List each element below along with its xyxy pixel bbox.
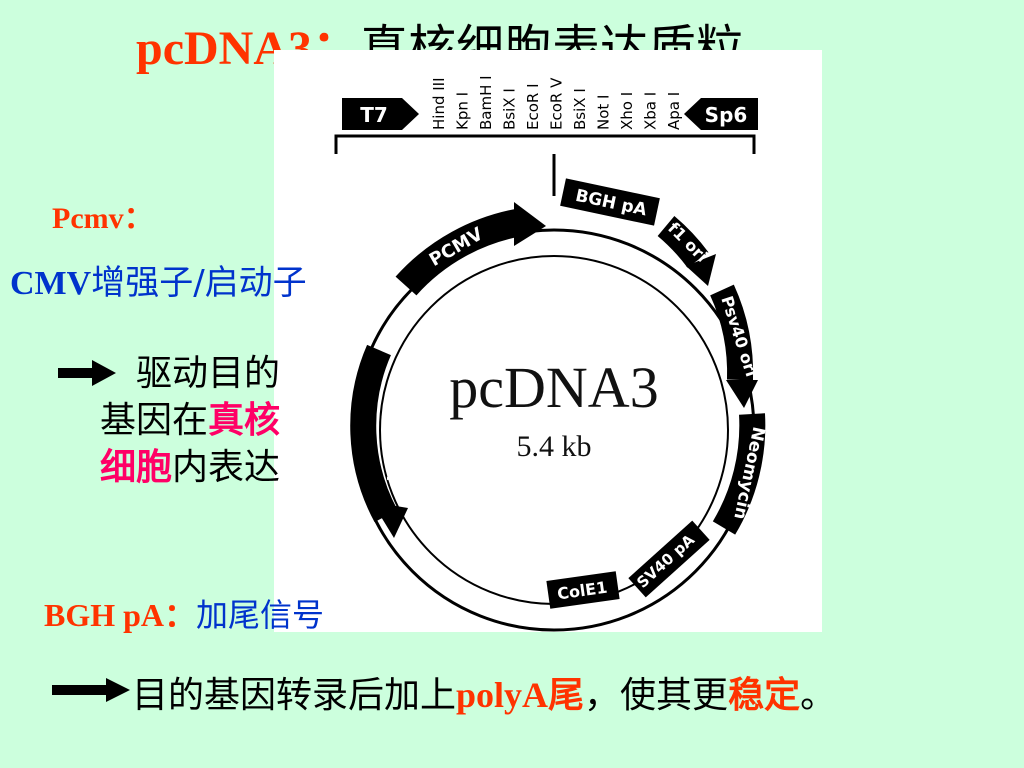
ampicillin-label: Ampicillin <box>382 387 402 481</box>
drive-line3a: 细胞 <box>100 447 173 488</box>
restriction-site-label: Hind III <box>430 77 448 130</box>
restriction-site-label: Xho I <box>618 92 636 130</box>
restriction-site-label: Xba I <box>642 92 660 130</box>
restriction-site-label: Apa I <box>665 92 683 130</box>
bgh-function-text: 目的基因转录后加上polyA尾，使其更稳定。 <box>132 666 836 718</box>
restriction-site-label: EcoR I <box>524 83 542 130</box>
bgh-desc: 加尾信号 <box>196 596 325 634</box>
plasmid-size: 5.4 kb <box>517 430 592 463</box>
restriction-sites: Hind III Kpn I BamH I BsiX I EcoR I EcoR V Bsi… <box>430 75 683 130</box>
right-arrow-icon <box>52 678 130 702</box>
drive-line2b: 真核 <box>208 400 281 441</box>
bgh-description: BGH pA：加尾信号 <box>44 590 324 636</box>
bottom-t4: 稳定 <box>728 675 801 716</box>
drive-line1: 驱动目的 <box>136 353 281 394</box>
pcmv-function-text: 驱动目的 基因在真核 细胞内表达 <box>100 350 280 491</box>
neomycin-arrow: Neomycin <box>712 413 768 535</box>
sp6-promoter-arrow: Sp6 <box>684 98 758 130</box>
cmv-term: CMV <box>10 265 92 302</box>
bgh-term: BGH pA： <box>44 597 197 633</box>
right-arrow-icon <box>58 360 116 386</box>
cmv-description: CMV增强子/启动子 <box>10 255 307 304</box>
bottom-t3: ，使其更 <box>584 675 729 716</box>
ampicillin-arrow: Ampicillin <box>350 344 408 538</box>
t7-promoter-arrow: T7 <box>342 98 419 130</box>
plasmid-map: T7 Sp6 Hind III Kpn I BamH I BsiX I EcoR I Ec… <box>334 75 768 632</box>
cmv-desc: 增强子/启动子 <box>91 263 307 303</box>
cole1-box: ColE1 <box>546 571 620 609</box>
bottom-t5: 。 <box>800 675 837 716</box>
restriction-site-label: Kpn I <box>454 92 472 130</box>
bottom-t2: polyA尾 <box>456 675 585 715</box>
drive-line2a: 基因在 <box>100 400 209 441</box>
bottom-t1: 目的基因转录后加上 <box>132 675 457 716</box>
sp6-label: Sp6 <box>705 103 748 127</box>
mcs-bracket <box>334 134 756 196</box>
restriction-site-label: Not I <box>595 95 613 130</box>
pcmv-heading: Pcmv： <box>52 202 154 235</box>
f1-ori-arrow: f1 ori <box>657 216 716 286</box>
bgh-pa-box: BGH pA <box>560 178 660 226</box>
restriction-site-label: BsiX I <box>501 88 519 130</box>
restriction-site-label: BsiX I <box>571 88 589 130</box>
restriction-site-label: BamH I <box>477 75 495 130</box>
drive-line3b: 内表达 <box>172 447 281 488</box>
sv40-pa-label: SV40 pA <box>633 531 698 592</box>
plasmid-name: pcDNA3 <box>449 355 658 420</box>
t7-label: T7 <box>360 103 388 127</box>
restriction-site-label: EcoR V <box>548 77 566 130</box>
sv40-pa-box: SV40 pA <box>628 520 710 598</box>
